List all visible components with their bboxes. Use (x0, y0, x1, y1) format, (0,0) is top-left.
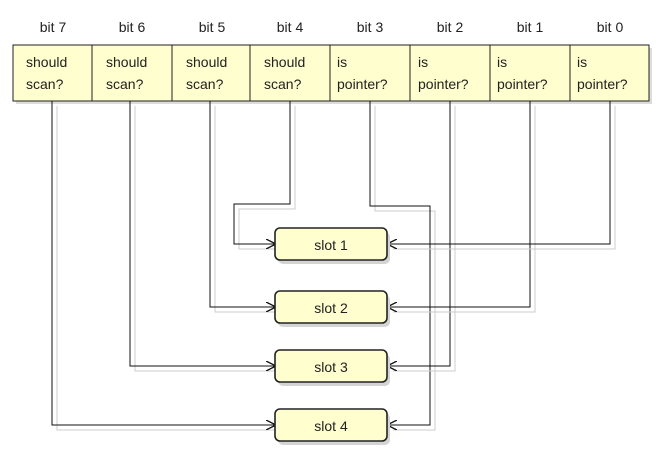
slot-2-box (274, 290, 388, 324)
bit-label-1: bit 1 (516, 19, 544, 35)
bit-3-cell-text: is pointer? (337, 54, 388, 92)
bit-6-cell-text: should scan? (106, 54, 148, 92)
bit-label-3: bit 3 (356, 19, 384, 35)
bit-5-cell-text: should scan? (186, 54, 228, 92)
bit-4-cell-text: should scan? (264, 54, 306, 92)
slot-3-label: slot 3 (314, 359, 348, 375)
bit-label-0: bit 0 (596, 19, 624, 35)
slot-1-label: slot 1 (314, 237, 348, 253)
bit-label-2: bit 2 (436, 19, 464, 35)
wire-bit0-slot1-shadow (393, 106, 616, 250)
slot-3-box (274, 349, 388, 383)
slot-1-box (274, 227, 388, 261)
wire-bit1-slot2 (388, 101, 531, 307)
bit-label-6: bit 6 (118, 19, 146, 35)
bit-label-5: bit 5 (198, 19, 226, 35)
bit-label-7: bit 7 (39, 19, 67, 35)
register-dividers (91, 45, 571, 101)
wire-bit1-slot2-shadow (393, 106, 536, 313)
wire-bit2-slot3 (388, 101, 451, 366)
wire-bit7-slot4 (51, 101, 275, 425)
bit-label-4: bit 4 (276, 19, 304, 35)
wire-bit3-slot4 (369, 101, 431, 425)
wire-bit4-slot1 (233, 101, 291, 244)
slot-4-label: slot 4 (314, 418, 348, 434)
wire-bit2-slot3-shadow (393, 106, 456, 372)
wire-bit5-slot2-shadow (214, 106, 280, 313)
connector-lines (51, 101, 616, 431)
wire-bit0-slot1 (388, 101, 611, 244)
slot-2-label: slot 2 (314, 300, 348, 316)
bit-0-cell-text: is pointer? (577, 54, 628, 92)
wire-bit3-slot4-shadow (374, 106, 436, 431)
wire-bit4-slot1-shadow (238, 106, 296, 250)
bit-1-cell-text: is pointer? (497, 54, 548, 92)
register-outline (12, 44, 650, 102)
wire-bit7-slot4-shadow (56, 106, 280, 431)
slot-boxes (274, 227, 390, 445)
bit-2-cell-text: is pointer? (418, 54, 469, 92)
wire-bit6-slot3 (129, 101, 275, 366)
wire-bit5-slot2 (209, 101, 275, 307)
wire-bit6-slot3-shadow (134, 106, 280, 372)
slot-4-box (274, 408, 388, 442)
bit-register (12, 44, 652, 104)
bit-7-cell-text: should scan? (26, 54, 68, 92)
